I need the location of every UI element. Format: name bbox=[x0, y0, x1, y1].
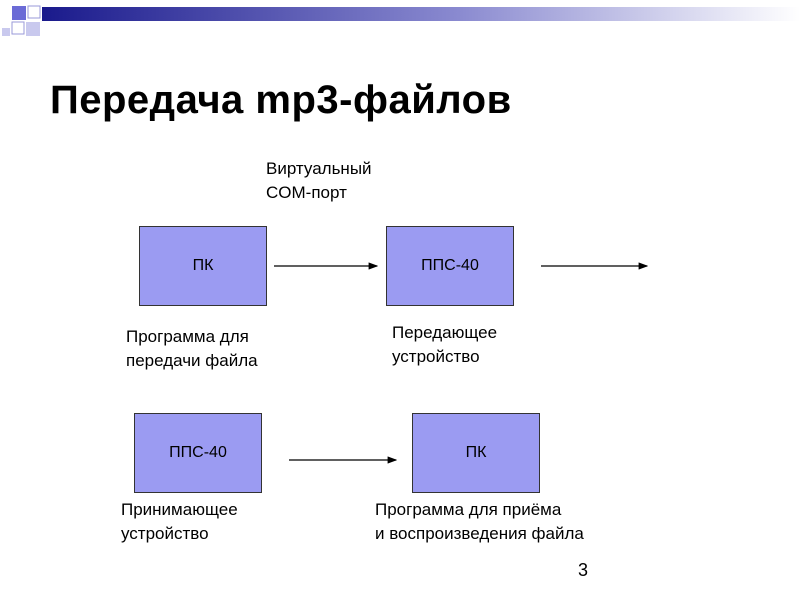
pc-box-player-label: ПК bbox=[465, 444, 487, 461]
banner-stripe bbox=[42, 7, 800, 21]
virtual-com-port-label-line2: COM-порт bbox=[266, 183, 347, 202]
banner-square-1 bbox=[12, 6, 26, 20]
pc-box-sender: ПК bbox=[139, 226, 267, 306]
transmitter-label-line1: Передающее bbox=[392, 323, 498, 342]
banner-square-2 bbox=[27, 5, 41, 19]
receiver-label-line2: устройство bbox=[121, 524, 209, 543]
receiver-label-line1: Принимающее bbox=[121, 500, 238, 519]
top-banner bbox=[2, 5, 800, 36]
pps40-box-transmitter-label: ППС-40 bbox=[421, 257, 479, 274]
banner-square-4 bbox=[26, 22, 40, 36]
playback-program-label: Программа для приёма и воспроизведения ф… bbox=[375, 498, 584, 546]
send-program-label: Программа для передачи файла bbox=[126, 325, 258, 373]
pps40-box-receiver: ППС-40 bbox=[134, 413, 262, 493]
playback-program-label-line1: Программа для приёма bbox=[375, 500, 562, 519]
virtual-com-port-label-line1: Виртуальный bbox=[266, 159, 372, 178]
pc-box-sender-label: ПК bbox=[192, 257, 214, 274]
pps40-box-transmitter: ППС-40 bbox=[386, 226, 514, 306]
playback-program-label-line2: и воспроизведения файла bbox=[375, 524, 584, 543]
pps40-box-receiver-label: ППС-40 bbox=[169, 444, 227, 461]
banner-square-5 bbox=[2, 28, 10, 36]
transmitter-label: Передающее устройство bbox=[392, 321, 497, 369]
send-program-label-line1: Программа для bbox=[126, 327, 249, 346]
send-program-label-line2: передачи файла bbox=[126, 351, 258, 370]
slide-title: Передача mp3-файлов bbox=[50, 78, 512, 122]
pc-box-player: ПК bbox=[412, 413, 540, 493]
banner-square-3 bbox=[11, 21, 25, 35]
virtual-com-port-label: Виртуальный COM-порт bbox=[266, 157, 372, 205]
page-number: 3 bbox=[578, 560, 589, 580]
receiver-label: Принимающее устройство bbox=[121, 498, 238, 546]
transmitter-label-line2: устройство bbox=[392, 347, 480, 366]
